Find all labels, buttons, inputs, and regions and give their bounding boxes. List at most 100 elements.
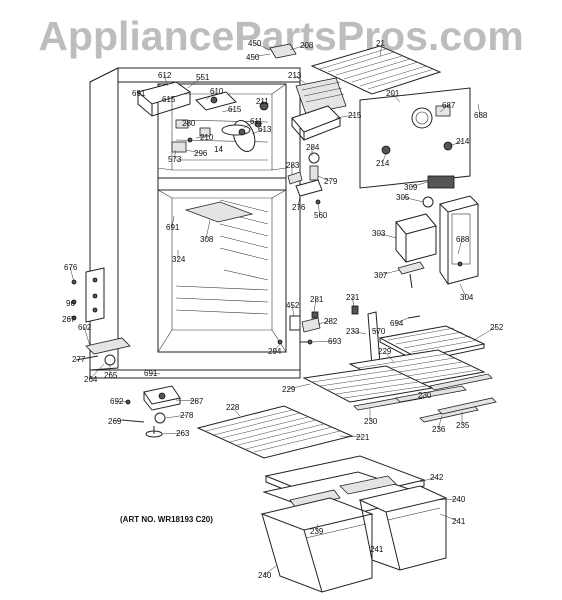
leader-part-560 xyxy=(317,203,321,216)
leader-fastener-top-b xyxy=(251,53,271,58)
callout-part-676: 676 xyxy=(64,263,78,272)
leader-part-452 xyxy=(291,304,295,317)
art-number: (ART NO. WR18193 C20) xyxy=(120,515,213,524)
callout-part-615a: 615 xyxy=(162,95,176,104)
callout-part-280: 280 xyxy=(182,119,196,128)
callout-part-573: 573 xyxy=(168,155,182,164)
callout-part-691c: 691 xyxy=(144,369,158,378)
callout-part-264: 264 xyxy=(84,375,98,384)
leader-part-294 xyxy=(273,343,281,352)
leader-part-241b xyxy=(373,547,377,550)
leader-part-280 xyxy=(183,122,189,125)
fan-control-housing xyxy=(136,81,269,153)
fan-blade xyxy=(221,120,256,152)
callout-part-692: 692 xyxy=(110,397,124,406)
shelf-228 xyxy=(196,405,354,459)
leader-part-602 xyxy=(83,326,91,347)
leader-label-687 xyxy=(439,104,449,113)
callout-part-304: 304 xyxy=(460,293,474,302)
callout-part-231: 231 xyxy=(346,293,360,302)
light-cover-309 xyxy=(422,175,455,208)
callout-panel-back: 201 xyxy=(386,89,400,98)
callout-part-294: 294 xyxy=(268,347,282,356)
leader-part-263 xyxy=(161,432,183,435)
leader-part-615b xyxy=(221,108,235,113)
leader-part-210 xyxy=(195,136,207,139)
leader-part-239 xyxy=(315,523,319,532)
callout-part-235: 235 xyxy=(456,421,470,430)
callout-part-236: 236 xyxy=(432,425,446,434)
bracket-208 xyxy=(269,43,297,59)
callout-part-309: 309 xyxy=(404,183,418,192)
callout-part-691a: 691 xyxy=(132,89,146,98)
callout-grommet-214a: 214 xyxy=(376,159,390,168)
leader-part-691a xyxy=(137,92,143,97)
callout-cover-top: 213 xyxy=(288,71,302,80)
freezer-shelf-308 xyxy=(184,201,254,223)
cabinet xyxy=(89,67,301,379)
callout-part-610: 610 xyxy=(210,87,224,96)
leader-part-242 xyxy=(419,476,437,483)
leader-part-240a xyxy=(435,498,459,501)
callout-part-307: 307 xyxy=(374,271,388,280)
callout-part-688b: 688 xyxy=(456,235,470,244)
leader-part-308 xyxy=(205,219,211,240)
leader-bracket-top xyxy=(289,44,307,51)
leader-part-676 xyxy=(69,266,75,283)
callout-part-14: 14 xyxy=(214,145,223,154)
leader-fastener-top-a xyxy=(253,42,271,51)
leader-part-229b xyxy=(287,383,311,390)
callout-part-282: 282 xyxy=(324,317,338,326)
callout-part-240b: 240 xyxy=(258,571,272,580)
callout-part-96: 96 xyxy=(66,299,75,308)
callout-part-210: 210 xyxy=(200,133,214,142)
damper-parts xyxy=(287,152,323,205)
callout-part-615b: 615 xyxy=(228,105,242,114)
top-shelf-21 xyxy=(310,45,442,95)
callout-fastener-top-b: 450 xyxy=(246,53,260,62)
leader-part-296 xyxy=(185,149,201,154)
leader-part-688b xyxy=(457,238,463,255)
leader-part-309 xyxy=(409,181,429,188)
callout-part-281: 281 xyxy=(310,295,324,304)
back-panel-201 xyxy=(359,87,471,189)
callout-part-570: 570 xyxy=(372,327,386,336)
callout-part-308: 308 xyxy=(200,235,214,244)
callout-bracket-top: 208 xyxy=(300,41,314,50)
callout-part-277: 277 xyxy=(72,355,86,364)
crisper-drawer-left xyxy=(260,497,374,593)
bottom-hinge-602 xyxy=(75,337,131,366)
roller-assembly xyxy=(121,385,181,438)
leader-part-613 xyxy=(251,128,265,135)
callout-part-612: 612 xyxy=(158,71,172,80)
leader-part-287 xyxy=(175,399,197,402)
leader-part-612 xyxy=(163,74,169,87)
rails-230 xyxy=(353,373,497,423)
callout-part-611: 611 xyxy=(250,117,263,126)
callout-part-229a: 229 xyxy=(378,347,392,356)
leader-part-236 xyxy=(437,415,443,430)
callout-part-241b: 241 xyxy=(370,545,384,554)
leader-part-611 xyxy=(243,120,257,129)
leader-part-692 xyxy=(115,400,129,403)
callout-screw-688a: 688 xyxy=(474,111,488,120)
crisper-drawer-right xyxy=(358,485,448,571)
callout-part-267: 267 xyxy=(62,315,76,324)
callout-fastener-top-a: 450 xyxy=(248,39,262,48)
callout-part-560: 560 xyxy=(314,211,328,220)
callout-part-221: 221 xyxy=(356,433,370,442)
leader-part-282 xyxy=(317,320,331,325)
callout-part-324: 324 xyxy=(172,255,186,264)
callout-part-269: 269 xyxy=(108,417,122,426)
leader-part-279 xyxy=(317,175,331,182)
leader-part-691b xyxy=(171,215,175,228)
callout-part-241a: 241 xyxy=(452,517,466,526)
callout-part-691b: 691 xyxy=(166,223,180,232)
leader-part-551 xyxy=(187,76,203,89)
duct-304 xyxy=(439,195,479,285)
leader-part-307 xyxy=(379,269,401,276)
leader-tray-215 xyxy=(335,114,355,119)
leader-screw-688a xyxy=(477,103,481,116)
leader-shelf-top xyxy=(379,42,383,57)
